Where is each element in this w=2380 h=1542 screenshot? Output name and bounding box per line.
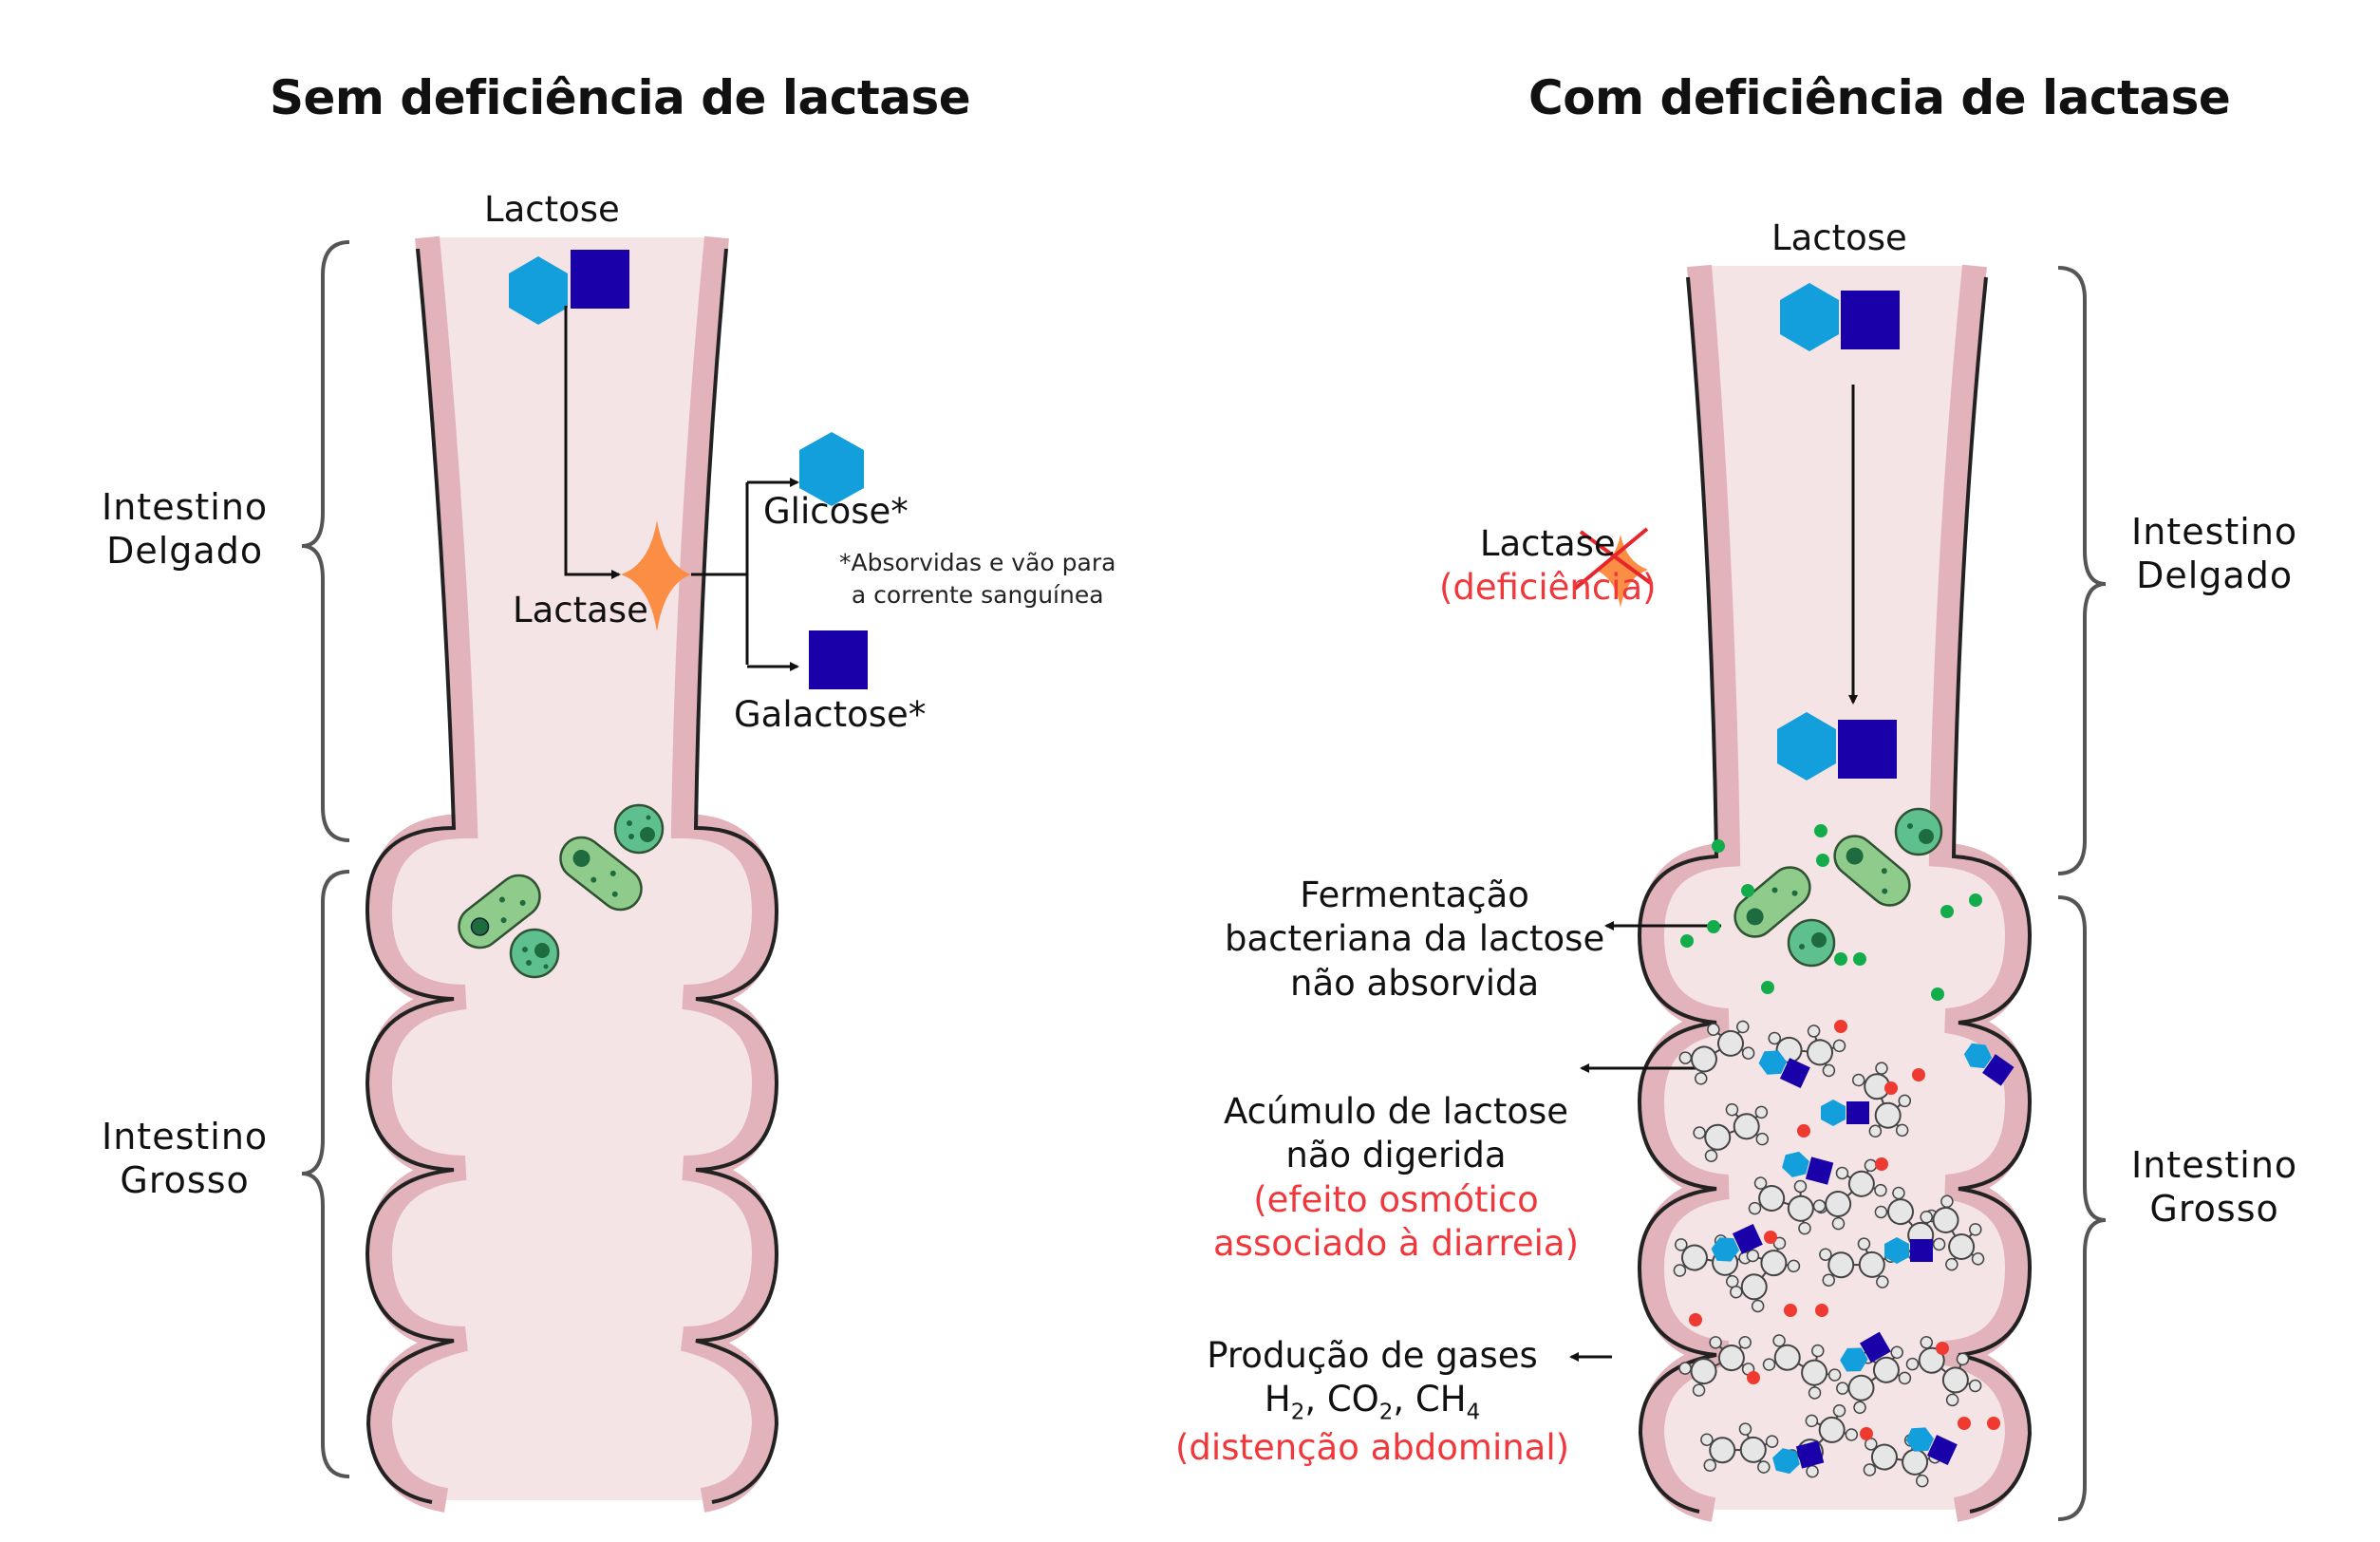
lactose-particle-icon: [1884, 1237, 1933, 1264]
gas-dots: [1689, 1020, 2000, 1440]
right-intestine-tube: [1637, 264, 2033, 1522]
left-lactose-molecule: [509, 250, 629, 325]
fermentation-products: [1680, 824, 1982, 1001]
gas-molecule-icon: [1836, 1345, 1912, 1415]
right-lactose-label: Lactose: [1771, 217, 1907, 258]
annotation-effect-line: associado à diarreia): [1213, 1222, 1580, 1264]
segment-label-line: Grosso: [120, 1158, 250, 1201]
gas-molecule-icon: [1812, 1158, 1887, 1231]
lactose-particle-icon: [1782, 1151, 1834, 1185]
lactase-label: Lactase: [1479, 523, 1616, 564]
gas-molecule-icon: [1748, 1176, 1828, 1235]
lactose-particle-icon: [1711, 1223, 1763, 1262]
annotation-effect-line: (efeito osmótico: [1253, 1178, 1539, 1220]
annotation-line: bacteriana da lactose: [1225, 918, 1605, 960]
segment-label-line: Intestino: [102, 1116, 269, 1157]
annotation-line: Fermentação: [1300, 874, 1529, 915]
lactose-particle-icon: [1772, 1440, 1825, 1475]
deficiency-label: (deficiência): [1439, 567, 1657, 609]
galactose-product-icon: [809, 630, 868, 689]
right-large-intestine-brace: [2057, 895, 2107, 1521]
galactose-square-icon: [571, 250, 629, 309]
right-large-intestine-label: Intestino Grosso: [2131, 1144, 2297, 1231]
right-small-intestine-brace: [2057, 266, 2107, 875]
left-small-intestine-label: Intestino Delgado: [102, 486, 268, 573]
right-lactose-molecule-top: [1780, 283, 1900, 351]
segment-label-line: Intestino: [2131, 1144, 2298, 1186]
gas-molecule-icon: [1762, 1334, 1842, 1400]
accumulation-annotation: Acúmulo de lactose não digerida (efeito …: [1213, 1090, 1579, 1266]
lactose-to-lactase-arrow: [564, 306, 621, 579]
left-large-intestine-brace: [301, 870, 350, 1478]
left-small-intestine-brace: [301, 240, 350, 842]
left-panel-title: Sem deficiência de lactase: [270, 70, 971, 125]
segment-label-line: Intestino: [2131, 511, 2298, 553]
left-lactose-label: Lactose: [484, 189, 620, 230]
left-bacteria-group: [458, 803, 665, 979]
right-bacteria-group: [1733, 807, 1943, 968]
gases-annotation: Produção de gases H2, CO2, CH4 (distençã…: [1175, 1334, 1569, 1471]
left-large-intestine-label: Intestino Grosso: [102, 1116, 268, 1202]
left-lactase-label: Lactase: [513, 590, 648, 630]
gas-molecule-icon: [1730, 1236, 1801, 1313]
lactose-particle-icon: [1758, 1050, 1810, 1089]
deficiency-cross-icon: [1573, 527, 1654, 591]
lactase-enzyme-icon: [621, 520, 691, 631]
gas-formula: H2, CO2, CH4: [1264, 1379, 1481, 1425]
deficient-lactase-label: Lactase (deficiência): [1439, 522, 1657, 611]
split-arrow-trunk: [691, 482, 749, 665]
footnote-line-2: a corrente sanguínea: [851, 580, 1104, 609]
segment-label-line: Delgado: [106, 529, 264, 572]
gas-molecule-icon: [1678, 1336, 1755, 1397]
segment-label-line: Grosso: [2149, 1187, 2279, 1230]
glucose-hexagon-icon: [509, 256, 568, 325]
gas-molecule-icon: [1819, 1237, 1898, 1288]
right-small-intestine-label: Intestino Delgado: [2131, 511, 2297, 597]
footnote-line-1: *Absorvidas e vão para: [839, 549, 1116, 576]
lactose-particle-icon: [1840, 1331, 1891, 1372]
gas-molecule-icon: [1863, 1434, 1941, 1488]
undigested-lactose-particles: [1711, 1043, 2015, 1475]
glucose-label: Glicose*: [763, 491, 909, 532]
gas-molecule-icon: [1920, 1194, 1985, 1271]
deficient-lactase-enzyme-icon: [1595, 535, 1648, 608]
gas-molecule-icon: [1693, 1102, 1770, 1162]
segment-label-line: Intestino: [102, 486, 269, 528]
gas-molecule-icon: [1852, 1062, 1912, 1138]
annotation-line: não absorvida: [1290, 962, 1540, 1004]
annotation-line: Acúmulo de lactose: [1223, 1091, 1569, 1132]
right-lactose-molecule-undigested: [1777, 712, 1897, 780]
annotation-line: Produção de gases: [1207, 1335, 1538, 1376]
annotation-line: não digerida: [1285, 1135, 1507, 1176]
lactose-particle-icon: [1905, 1427, 1958, 1466]
fermentation-annotation: Fermentação bacteriana da lactose não ab…: [1225, 874, 1604, 1006]
right-panel-title: Com deficiência de lactase: [1528, 70, 2231, 125]
segment-label-line: Delgado: [2136, 554, 2294, 596]
lactose-particle-icon: [1821, 1100, 1869, 1126]
galactose-label: Galactose*: [734, 694, 927, 735]
absorption-footnote: *Absorvidas e vão para a corrente sanguí…: [839, 547, 1115, 611]
gas-molecule-icon: [1905, 1336, 1982, 1407]
lactose-particle-icon: [1963, 1043, 2015, 1086]
gas-molecule-icon: [1700, 1422, 1779, 1474]
annotation-effect-line: (distenção abdominal): [1175, 1427, 1570, 1469]
glucose-product-icon: [799, 432, 864, 506]
gas-molecule-icon: [1678, 1020, 1755, 1085]
